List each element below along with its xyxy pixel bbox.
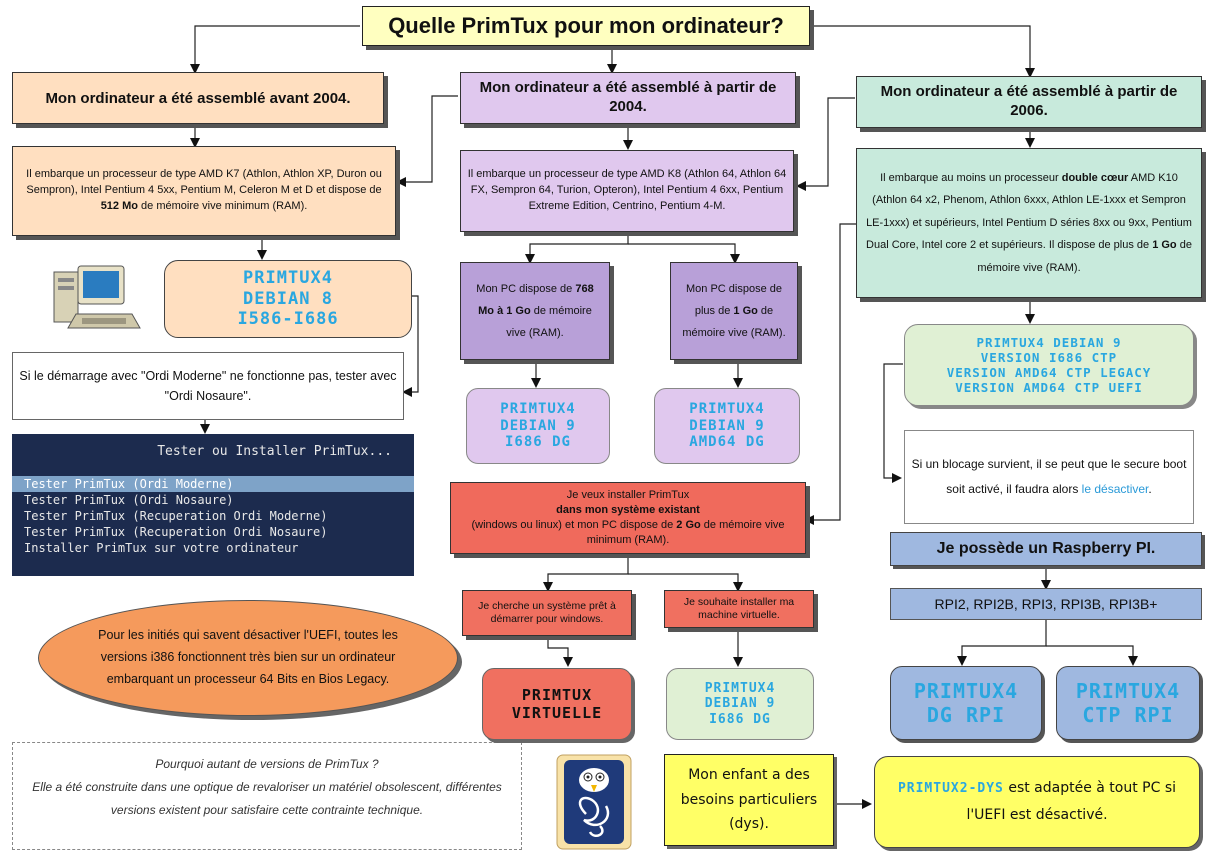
col1-header: Mon ordinateur a été assemblé avant 2004… bbox=[12, 72, 384, 124]
disable-secure-boot-link[interactable]: le désactiver bbox=[1081, 482, 1149, 496]
primtux-vm-card: PRIMTUX4 DEBIAN 9 I686 DG bbox=[666, 668, 814, 740]
arrow-title-col1 bbox=[190, 25, 360, 74]
col3-header: Mon ordinateur a été assemblé à partir d… bbox=[856, 76, 1202, 128]
col1-description: Il embarque un processeur de type AMD K7… bbox=[12, 146, 396, 236]
col2-vm-box: Je souhaite installer ma machine virtuel… bbox=[664, 590, 814, 628]
arrow-install-vm bbox=[628, 573, 743, 592]
boot-menu-item[interactable]: Tester PrimTux (Ordi Nosaure) bbox=[24, 493, 234, 507]
col2-ram-right: Mon PC dispose de plus de 1 Go de mémoir… bbox=[670, 262, 798, 360]
col1-primtux-card: PRIMTUX4 DEBIAN 8 I586-I686 bbox=[164, 260, 412, 338]
computer-icon bbox=[53, 265, 141, 329]
page-title: Quelle PrimTux pour mon ordinateur? bbox=[362, 6, 810, 46]
col2-primtux-right: PRIMTUX4 DEBIAN 9 AMD64 DG bbox=[654, 388, 800, 464]
arrow-models-rpi-left bbox=[957, 620, 1047, 666]
col3-secure-boot-note: Si un blocage survient, il se peut que l… bbox=[904, 430, 1194, 524]
arrow-models-rpi-right bbox=[1046, 645, 1138, 666]
boot-menu-item[interactable]: Tester PrimTux (Ordi Moderne) bbox=[12, 476, 414, 492]
arrow-col2-ram-left bbox=[525, 232, 629, 264]
boot-menu-item[interactable]: Tester PrimTux (Recuperation Ordi Modern… bbox=[24, 509, 328, 523]
arrow-install-windows bbox=[543, 554, 629, 592]
arrow-title-col3 bbox=[810, 25, 1035, 78]
col2-install-box: Je veux installer PrimTux dans mon systè… bbox=[450, 482, 806, 554]
col2-windows-box: Je cherche un système prêt à démarrer po… bbox=[462, 590, 632, 636]
arrow-col3-to-col2 bbox=[796, 97, 855, 191]
col2-ram-left: Mon PC dispose de 768 Mo à 1 Go de mémoi… bbox=[460, 262, 610, 360]
arrow-col3-install bbox=[804, 223, 856, 525]
arrow-col3-primtux-secure bbox=[883, 363, 903, 483]
col1-note: Si le démarrage avec "Ordi Moderne" ne f… bbox=[12, 352, 404, 420]
col2-dys-box: Mon enfant a des besoins particuliers (d… bbox=[664, 754, 834, 846]
boot-menu-title: Tester ou Installer PrimTux... bbox=[157, 444, 392, 459]
why-box: Pourquoi autant de versions de PrimTux ?… bbox=[12, 742, 522, 850]
col2-header: Mon ordinateur a été assemblé à partir d… bbox=[460, 72, 796, 124]
primtux-dys-box: PRIMTUX2-DYS est adaptée à tout PC si l'… bbox=[874, 756, 1200, 848]
rpi-left-card: PRIMTUX4 DG RPI bbox=[890, 666, 1042, 740]
rpi-models: RPI2, RPI2B, RPI3, RPI3B, RPI3B+ bbox=[890, 588, 1202, 620]
primtux-dys-logo bbox=[556, 754, 632, 850]
boot-menu-item[interactable]: Tester PrimTux (Recuperation Ordi Nosaur… bbox=[24, 525, 328, 539]
arrow-col1-primtux-note bbox=[402, 295, 419, 397]
arrow-col2-to-col1 bbox=[396, 95, 458, 187]
col2-description: Il embarque un processeur de type AMD K8… bbox=[460, 150, 794, 232]
uefi-note-ellipse: Pour les initiés qui savent désactiver l… bbox=[38, 600, 458, 716]
arrow-col2-ram-right bbox=[628, 243, 740, 264]
col3-description: Il embarque au moins un processeur doubl… bbox=[856, 148, 1202, 298]
col2-primtux-left: PRIMTUX4 DEBIAN 9 I686 DG bbox=[466, 388, 610, 464]
primtux-virtuelle-card: PRIMTUX VIRTUELLE bbox=[482, 668, 632, 740]
boot-menu: Tester ou Installer PrimTux... Tester Pr… bbox=[12, 434, 414, 576]
rpi-right-card: PRIMTUX4 CTP RPI bbox=[1056, 666, 1200, 740]
col3-primtux-card: PRIMTUX4 DEBIAN 9 VERSION I686 CTP VERSI… bbox=[904, 324, 1194, 406]
arrow-windows-virtuelle bbox=[547, 636, 573, 667]
rpi-header: Je possède un Raspberry PI. bbox=[890, 532, 1202, 566]
boot-menu-item[interactable]: Installer PrimTux sur votre ordinateur bbox=[24, 541, 299, 555]
